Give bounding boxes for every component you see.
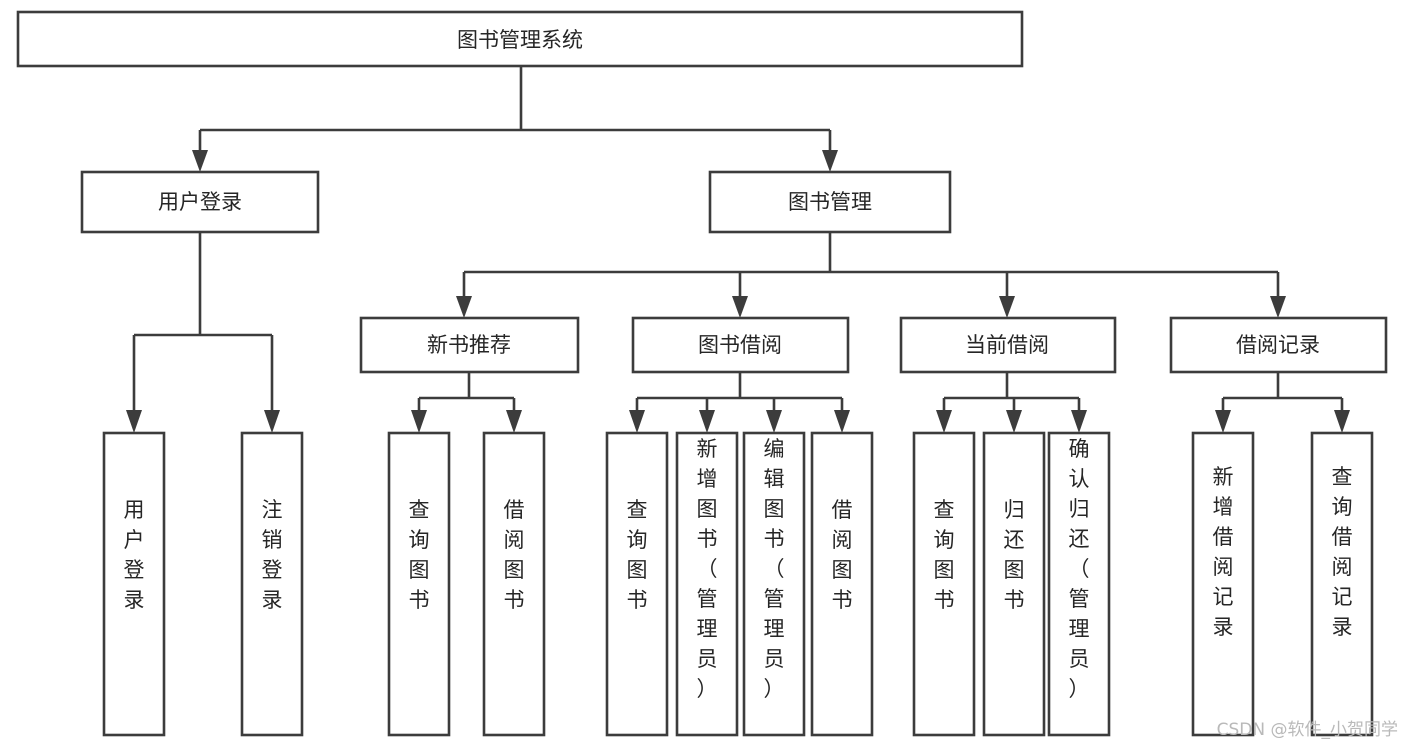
node-root[interactable]: 图书管理系统	[16, 10, 1024, 68]
leaf-box-borrow-query[interactable]	[605, 431, 669, 737]
node-box-book-management[interactable]	[708, 170, 952, 234]
arrow-head-icon	[506, 410, 522, 433]
leaf-node-record-query[interactable]: 查询借阅记录	[1310, 431, 1374, 737]
arrow-head-icon	[411, 410, 427, 433]
node-label-current-borrow: 当前借阅	[965, 333, 1049, 357]
leaf-node-borrow-query[interactable]: 查询图书	[605, 431, 669, 737]
leaf-label-borrow-book: 借阅图书	[832, 498, 853, 612]
arrow-head-icon	[822, 150, 838, 172]
leaf-box-new-book-borrow[interactable]	[482, 431, 546, 737]
leaf-box-current-return[interactable]	[982, 431, 1046, 737]
arrow-head-icon	[834, 410, 850, 433]
node-user-login[interactable]: 用户登录	[80, 170, 320, 234]
leaf-node-borrow-add[interactable]: 新增图书（管理员）	[675, 431, 739, 737]
leaf-label-borrow-add: 新增图书（管理员）	[697, 437, 718, 701]
arrow-head-icon	[629, 410, 645, 433]
leaf-box-current-confirm-return[interactable]	[1047, 431, 1111, 737]
arrow-head-icon	[456, 296, 472, 318]
leaf-label-user-login-logout: 注销登录	[262, 498, 283, 612]
node-label-root: 图书管理系统	[457, 28, 583, 52]
node-borrow-record[interactable]: 借阅记录	[1169, 316, 1388, 374]
node-box-user-login[interactable]	[80, 170, 320, 234]
node-new-book-recommend[interactable]: 新书推荐	[359, 316, 580, 374]
leaf-box-borrow-add[interactable]	[675, 431, 739, 737]
leaf-node-current-return[interactable]: 归还图书	[982, 431, 1046, 737]
leaf-box-new-book-query[interactable]	[387, 431, 451, 737]
leaf-node-new-book-borrow[interactable]: 借阅图书	[482, 431, 546, 737]
arrow-head-icon	[1071, 410, 1087, 433]
leaf-label-record-add: 新增借阅记录	[1213, 465, 1234, 639]
arrow-head-icon	[1270, 296, 1286, 318]
node-label-book-management: 图书管理	[788, 190, 872, 214]
leaf-node-new-book-query[interactable]: 查询图书	[387, 431, 451, 737]
leaf-label-current-query: 查询图书	[934, 498, 955, 612]
node-label-borrow-record: 借阅记录	[1236, 333, 1320, 357]
node-box-root[interactable]	[16, 10, 1024, 68]
leaf-label-user-login-login: 用户登录	[124, 498, 145, 612]
arrow-head-icon	[999, 296, 1015, 318]
arrow-head-icon	[1334, 410, 1350, 433]
leaf-node-user-login-login[interactable]: 用户登录	[102, 431, 166, 737]
leaf-node-user-login-logout[interactable]: 注销登录	[240, 431, 304, 737]
leaf-box-borrow-book[interactable]	[810, 431, 874, 737]
arrow-head-icon	[1006, 410, 1022, 433]
arrow-head-icon	[264, 410, 280, 433]
leaf-box-user-login-logout[interactable]	[240, 431, 304, 737]
connector-layer	[126, 66, 1350, 433]
leaf-node-current-query[interactable]: 查询图书	[912, 431, 976, 737]
node-label-new-book-recommend: 新书推荐	[427, 333, 511, 357]
node-book-management[interactable]: 图书管理	[708, 170, 952, 234]
watermark-label: CSDN @软件_小贺同学	[1217, 720, 1398, 740]
node-current-borrow[interactable]: 当前借阅	[899, 316, 1117, 374]
leaf-label-record-query: 查询借阅记录	[1332, 465, 1353, 639]
arrow-head-icon	[936, 410, 952, 433]
leaf-node-record-add[interactable]: 新增借阅记录	[1191, 431, 1255, 737]
leaf-node-borrow-edit[interactable]: 编辑图书（管理员）	[742, 431, 806, 737]
leaf-label-borrow-edit: 编辑图书（管理员）	[764, 437, 785, 701]
node-book-borrow[interactable]: 图书借阅	[631, 316, 850, 374]
leaf-label-new-book-borrow: 借阅图书	[504, 498, 525, 612]
arrow-head-icon	[766, 410, 782, 433]
leaf-label-current-return: 归还图书	[1004, 498, 1025, 612]
arrow-head-icon	[1215, 410, 1231, 433]
leaf-label-borrow-query: 查询图书	[627, 498, 648, 612]
leaf-box-borrow-edit[interactable]	[742, 431, 806, 737]
leaf-node-borrow-book[interactable]: 借阅图书	[810, 431, 874, 737]
node-label-book-borrow: 图书借阅	[698, 333, 782, 357]
arrow-head-icon	[732, 296, 748, 318]
leaf-node-current-confirm-return[interactable]: 确认归还（管理员）	[1047, 431, 1111, 737]
leaf-box-user-login-login[interactable]	[102, 431, 166, 737]
arrow-head-icon	[192, 150, 208, 172]
node-box-borrow-record[interactable]	[1169, 316, 1388, 374]
node-box-current-borrow[interactable]	[899, 316, 1117, 374]
node-box-book-borrow[interactable]	[631, 316, 850, 374]
leaf-box-record-add[interactable]	[1191, 431, 1255, 737]
leaf-label-current-confirm-return: 确认归还（管理员）	[1069, 437, 1090, 701]
arrow-head-icon	[126, 410, 142, 433]
leaf-label-new-book-query: 查询图书	[409, 498, 430, 612]
arrow-head-icon	[699, 410, 715, 433]
node-box-new-book-recommend[interactable]	[359, 316, 580, 374]
node-label-user-login: 用户登录	[158, 190, 242, 214]
leaf-box-record-query[interactable]	[1310, 431, 1374, 737]
leaf-box-current-query[interactable]	[912, 431, 976, 737]
